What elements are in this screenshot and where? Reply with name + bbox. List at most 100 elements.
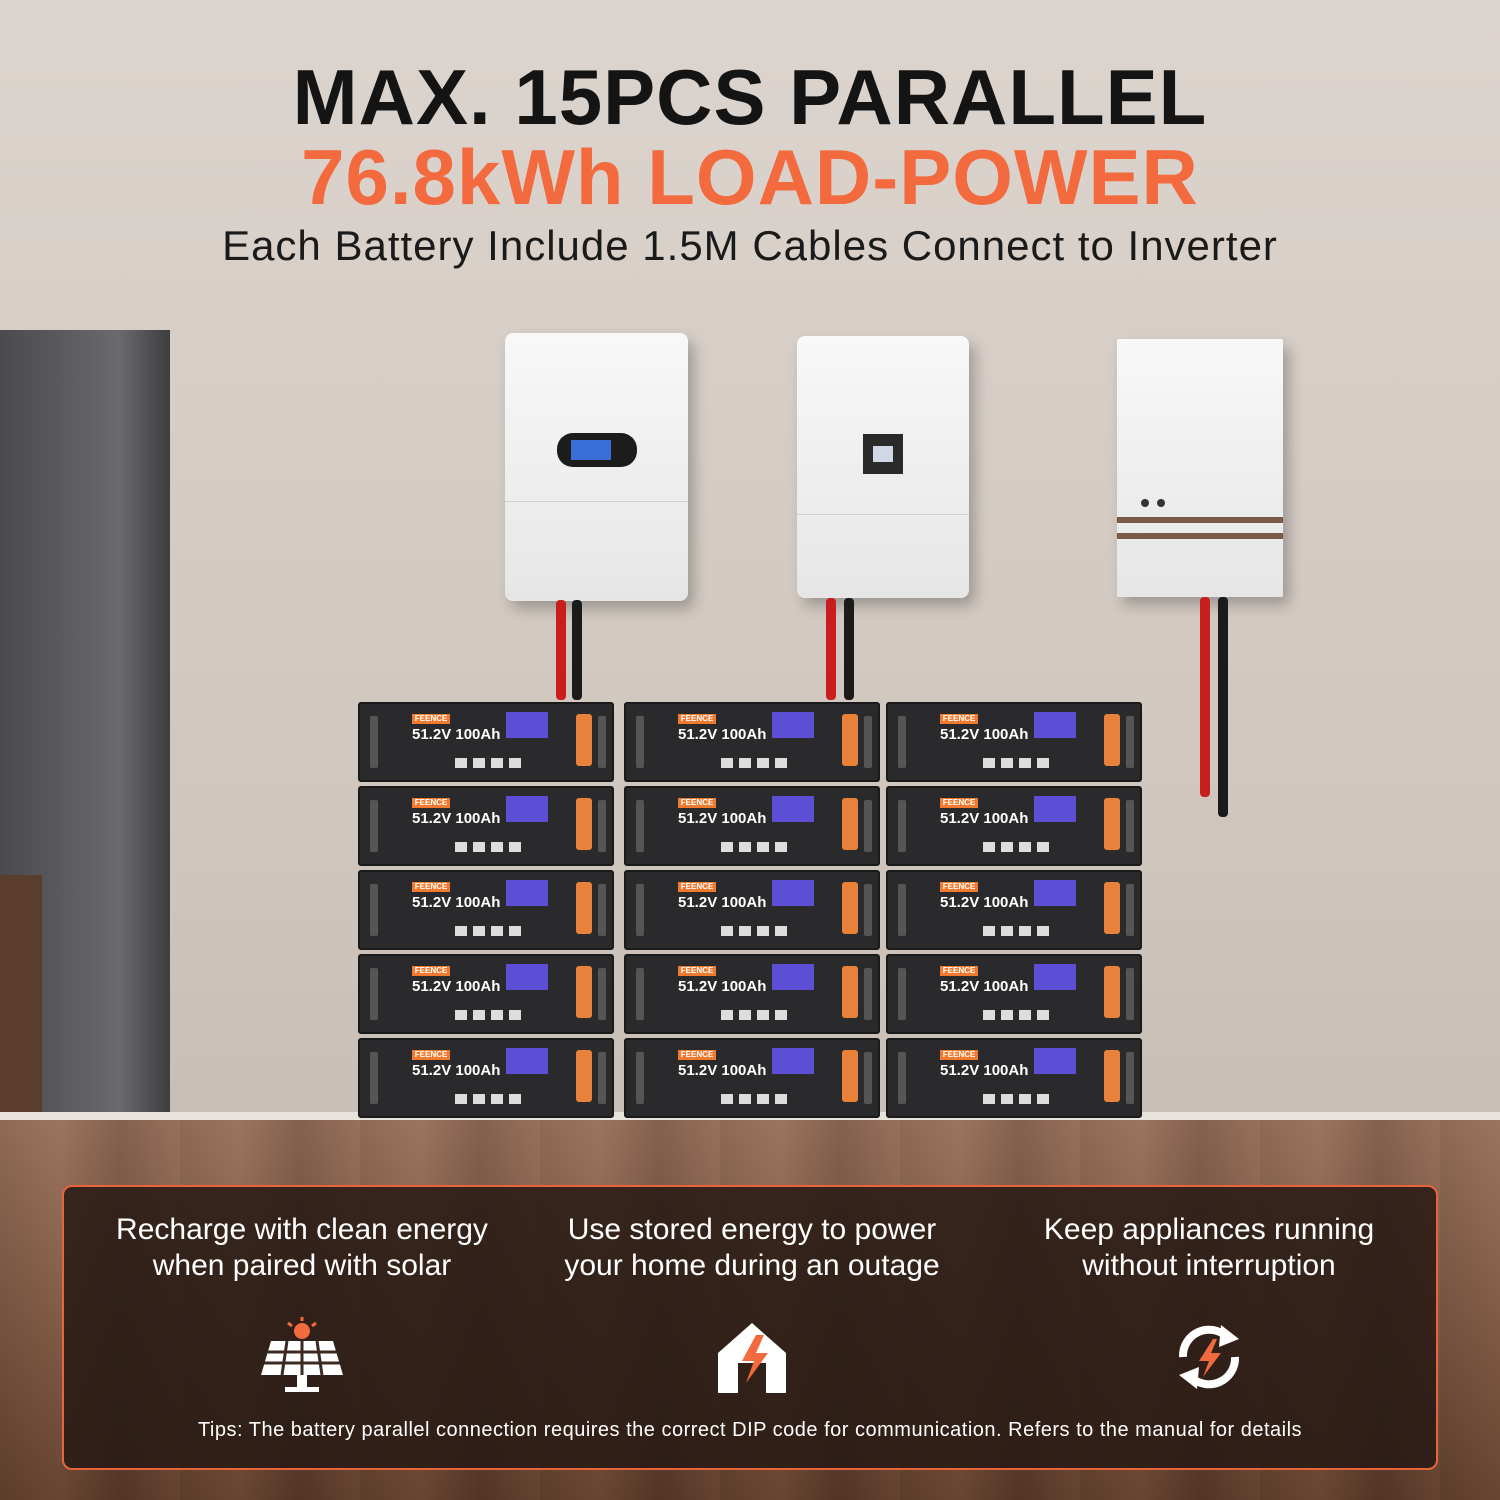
cable-black <box>572 600 582 700</box>
battery-brand: FEENCE <box>940 1050 978 1060</box>
feature-uninterrupted: Keep appliances running without interrup… <box>999 1212 1419 1389</box>
dip-switches <box>983 1094 1053 1104</box>
house-lightning-icon <box>718 1323 786 1393</box>
battery-terminal <box>842 798 858 850</box>
cycle-lightning-icon <box>1178 1325 1240 1389</box>
battery-handle <box>636 884 644 936</box>
dip-switches <box>983 1010 1053 1020</box>
battery-handle <box>636 968 644 1020</box>
cable-red <box>556 600 566 700</box>
battery-module: FEENCE 51.2V 100Ah <box>886 786 1142 866</box>
battery-handle <box>898 968 906 1020</box>
headline-capacity: 76.8kWh LOAD-POWER <box>301 133 1199 221</box>
battery-handle <box>1126 968 1134 1020</box>
dip-switches <box>983 842 1053 852</box>
battery-spec: 51.2V 100Ah <box>940 726 1029 743</box>
battery-terminal <box>842 966 858 1018</box>
battery-spec: 51.2V 100Ah <box>412 894 501 911</box>
battery-spec: 51.2V 100Ah <box>678 726 767 743</box>
battery-module: FEENCE 51.2V 100Ah <box>624 870 880 950</box>
battery-lcd <box>1034 1048 1076 1074</box>
feature-text: Keep appliances running without interrup… <box>1043 1213 1375 1282</box>
battery-handle <box>598 968 606 1020</box>
battery-spec: 51.2V 100Ah <box>678 978 767 995</box>
battery-handle <box>598 1052 606 1104</box>
dip-switches <box>455 1010 525 1020</box>
battery-spec: 51.2V 100Ah <box>678 810 767 827</box>
battery-brand: FEENCE <box>678 798 716 808</box>
battery-brand: FEENCE <box>940 714 978 724</box>
cable-red <box>826 598 836 700</box>
battery-brand: FEENCE <box>940 798 978 808</box>
feature-text: Use stored energy to power your home dur… <box>564 1213 940 1282</box>
battery-terminal <box>576 1050 592 1102</box>
battery-brand: FEENCE <box>412 1050 450 1060</box>
battery-handle <box>864 1052 872 1104</box>
battery-terminal <box>576 882 592 934</box>
battery-handle <box>636 800 644 852</box>
battery-brand: FEENCE <box>678 882 716 892</box>
battery-lcd <box>506 880 548 906</box>
battery-terminal <box>1104 966 1120 1018</box>
battery-brand: FEENCE <box>678 966 716 976</box>
battery-brand: FEENCE <box>678 1050 716 1060</box>
battery-module: FEENCE 51.2V 100Ah <box>624 954 880 1034</box>
inverter-middle <box>797 336 969 598</box>
features-panel: Recharge with clean energy when paired w… <box>62 1185 1438 1470</box>
battery-handle <box>1126 884 1134 936</box>
cable-black <box>844 598 854 700</box>
kitchen-counter <box>0 875 42 1120</box>
battery-handle <box>636 716 644 768</box>
battery-handle <box>898 884 906 936</box>
battery-terminal <box>576 798 592 850</box>
headline-parallel: MAX. 15PCS PARALLEL <box>292 53 1208 141</box>
dip-switches <box>721 1094 791 1104</box>
battery-handle <box>370 968 378 1020</box>
battery-lcd <box>772 1048 814 1074</box>
battery-terminal <box>1104 714 1120 766</box>
battery-lcd <box>772 796 814 822</box>
battery-terminal <box>576 714 592 766</box>
battery-spec: 51.2V 100Ah <box>940 978 1029 995</box>
headline-cables: Each Battery Include 1.5M Cables Connect… <box>222 222 1278 269</box>
battery-module: FEENCE 51.2V 100Ah <box>624 786 880 866</box>
battery-spec: 51.2V 100Ah <box>412 726 501 743</box>
battery-handle <box>898 716 906 768</box>
battery-handle <box>864 968 872 1020</box>
battery-terminal <box>842 882 858 934</box>
cable-black <box>1218 597 1228 817</box>
inverter-left <box>505 333 688 601</box>
battery-module: FEENCE 51.2V 100Ah <box>358 1038 614 1118</box>
dip-switches <box>983 926 1053 936</box>
battery-handle <box>636 1052 644 1104</box>
dip-switches <box>455 926 525 936</box>
battery-lcd <box>772 712 814 738</box>
battery-spec: 51.2V 100Ah <box>678 1062 767 1079</box>
cable-red <box>1200 597 1210 797</box>
battery-brand: FEENCE <box>940 882 978 892</box>
battery-handle <box>898 1052 906 1104</box>
feature-outage: Use stored energy to power your home dur… <box>542 1212 962 1393</box>
dip-switches <box>455 842 525 852</box>
battery-spec: 51.2V 100Ah <box>412 1062 501 1079</box>
battery-lcd <box>506 964 548 990</box>
battery-spec: 51.2V 100Ah <box>940 810 1029 827</box>
battery-terminal <box>576 966 592 1018</box>
battery-terminal <box>842 714 858 766</box>
battery-handle <box>1126 716 1134 768</box>
battery-handle <box>898 800 906 852</box>
battery-handle <box>370 716 378 768</box>
battery-brand: FEENCE <box>940 966 978 976</box>
battery-handle <box>598 800 606 852</box>
battery-module: FEENCE 51.2V 100Ah <box>886 954 1142 1034</box>
battery-spec: 51.2V 100Ah <box>678 894 767 911</box>
inverter-screen <box>863 434 903 474</box>
battery-lcd <box>1034 964 1076 990</box>
inverter-right <box>1117 339 1283 597</box>
